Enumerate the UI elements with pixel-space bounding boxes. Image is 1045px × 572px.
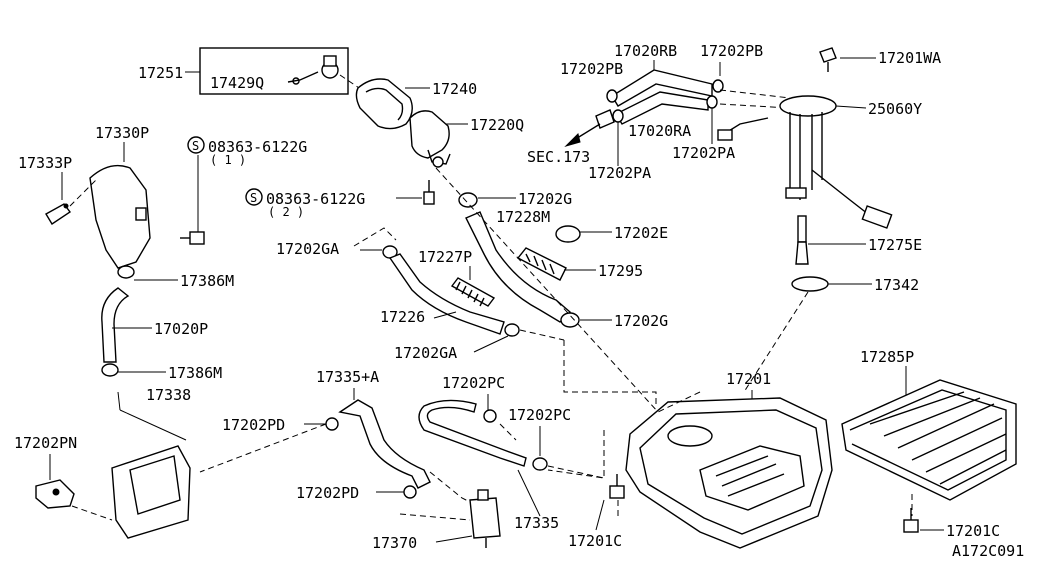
label-17202GA-upper: 17202GA xyxy=(276,240,339,258)
label-17202PC-upper: 17202PC xyxy=(442,374,505,392)
label-17370: 17370 xyxy=(372,534,417,552)
label-17228M: 17228M xyxy=(496,208,550,226)
label-17342: 17342 xyxy=(874,276,919,294)
label-17330P: 17330P xyxy=(95,124,149,142)
label-17201C-right: 17201C xyxy=(946,522,1000,540)
clamp-17202G-upper xyxy=(458,192,478,208)
label-17020RB: 17020RB xyxy=(614,42,677,60)
clamp-17202E xyxy=(555,225,581,243)
bolt-17201C-left xyxy=(609,474,625,499)
hose-17226 xyxy=(388,253,505,335)
svg-text:S: S xyxy=(250,191,257,205)
fuel-pump-assembly-25060Y xyxy=(717,95,893,229)
clamp-17202PB-right xyxy=(712,79,724,93)
clamp-17202PC-upper xyxy=(483,409,497,423)
callout-box-17251 xyxy=(199,47,349,95)
clamp-17202PC-lower xyxy=(532,457,548,471)
label-17335A: 17335+A xyxy=(316,368,379,386)
clamp-17202GA-lower xyxy=(504,323,520,337)
label-17285P: 17285P xyxy=(860,348,914,366)
label-17240: 17240 xyxy=(432,80,477,98)
fuel-tank-17201 xyxy=(625,397,833,549)
label-17335: 17335 xyxy=(514,514,559,532)
label-17202PA-right: 17202PA xyxy=(672,144,735,162)
bolt-middle xyxy=(423,180,435,205)
hose-17020RA xyxy=(615,91,709,125)
label-17202PN: 17202PN xyxy=(14,434,77,452)
clip-17333P xyxy=(45,203,72,225)
gasket-17342 xyxy=(791,276,829,292)
label-17202GA-lower: 17202GA xyxy=(394,344,457,362)
bolt-17201C-right xyxy=(903,508,919,533)
bracket-17338 xyxy=(111,445,191,539)
hose-17335 xyxy=(418,399,527,467)
label-screw-08363-1: 08363-6122G xyxy=(208,138,307,156)
clamp-17202PA-left xyxy=(612,109,624,123)
label-17020RA: 17020RA xyxy=(628,122,691,140)
label-sec173: SEC.173 xyxy=(527,148,590,166)
clamp-17386M-lower xyxy=(101,363,119,377)
filter-17370 xyxy=(469,489,501,548)
label-screw-08363-2: 08363-6122G xyxy=(266,190,365,208)
screw-symbol-2: S xyxy=(245,188,263,206)
arrow-sec173 xyxy=(564,123,601,148)
label-17386M-upper: 17386M xyxy=(180,272,234,290)
label-17386M-lower: 17386M xyxy=(168,364,222,382)
label-17333P: 17333P xyxy=(18,154,72,172)
filler-neck-17220Q xyxy=(409,110,451,168)
label-17201: 17201 xyxy=(726,370,771,388)
label-25060Y: 25060Y xyxy=(868,100,922,118)
label-17201WA: 17201WA xyxy=(878,49,941,67)
label-17275E: 17275E xyxy=(868,236,922,254)
bracket-17330P xyxy=(89,164,151,269)
hose-17020P xyxy=(101,287,130,363)
label-17202G-lower: 17202G xyxy=(614,312,668,330)
label-17220Q: 17220Q xyxy=(470,116,524,134)
label-17202E: 17202E xyxy=(614,224,668,242)
label-17227P: 17227P xyxy=(418,248,472,266)
spring-17227P xyxy=(450,277,496,307)
label-17429Q: 17429Q xyxy=(210,74,264,92)
clamp-17202PD-lower xyxy=(403,485,417,499)
label-17202G-upper: 17202G xyxy=(518,190,572,208)
hose-17335A xyxy=(338,399,431,489)
label-17226: 17226 xyxy=(380,308,425,326)
clamp-17202PA-right xyxy=(706,95,718,109)
filler-lid-17240 xyxy=(355,78,413,130)
label-17202PB-right: 17202PB xyxy=(700,42,763,60)
svg-text:S: S xyxy=(192,139,199,153)
label-17202PB-left: 17202PB xyxy=(560,60,623,78)
fuel-cap-17429Q xyxy=(287,55,339,85)
sensor-17275E xyxy=(795,215,809,265)
label-17202PA-left: 17202PA xyxy=(588,164,651,182)
screw-symbol-1: S xyxy=(187,136,205,154)
protector-17285P xyxy=(841,379,1017,501)
label-17295: 17295 xyxy=(598,262,643,280)
label-17020P: 17020P xyxy=(154,320,208,338)
label-17251: 17251 xyxy=(138,64,183,82)
label-17338: 17338 xyxy=(146,386,191,404)
label-17202PD-upper: 17202PD xyxy=(222,416,285,434)
connector-17202PN xyxy=(35,479,75,509)
clamp-17202PB-left xyxy=(606,89,618,103)
label-17201C-left: 17201C xyxy=(568,532,622,550)
label-17202PC-lower: 17202PC xyxy=(508,406,571,424)
clamp-17202G-lower xyxy=(560,312,580,328)
diagram-id: A172C091 xyxy=(952,542,1024,560)
hose-17295 xyxy=(516,247,567,281)
clamp-17386M-upper xyxy=(117,265,135,279)
label-screw-qty-1: ( 1 ) xyxy=(210,153,246,167)
label-screw-qty-2: ( 2 ) xyxy=(268,205,304,219)
screw-17201WA xyxy=(819,47,837,72)
bolt-upper-left xyxy=(180,231,205,245)
label-17202PD-lower: 17202PD xyxy=(296,484,359,502)
clamp-17202PD-upper xyxy=(325,417,339,431)
